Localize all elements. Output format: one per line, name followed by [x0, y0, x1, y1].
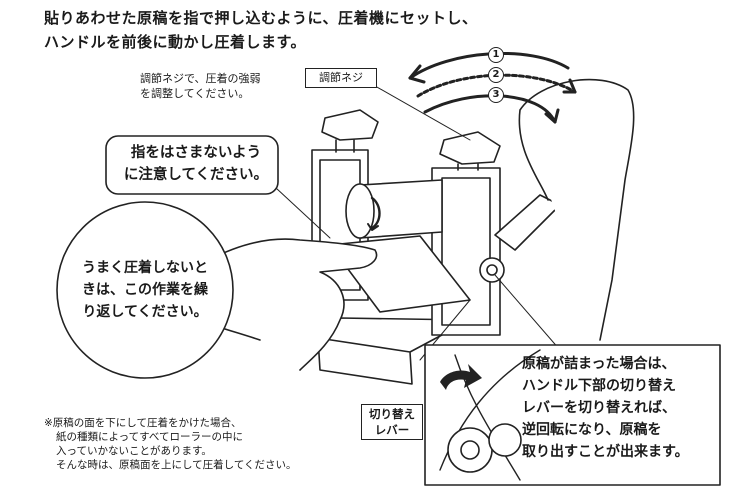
handle — [494, 194, 561, 251]
arrow-number-2: 2 — [488, 67, 504, 83]
footnote: ※原稿の面を下にして圧着をかけた場合、 紙の種類によってすべてローラーの中に 入… — [44, 416, 297, 472]
retry-note-line-1: うまく圧着しないと — [82, 260, 208, 276]
finger-warning-bubble — [105, 135, 279, 195]
instruction-line-2: ハンドルを前後に動かし圧着します。 — [44, 33, 307, 51]
arrow-number-3: 3 — [488, 87, 504, 103]
jam-note-text: 原稿が詰まった場合は、 ハンドル下部の切り替え レバーを切り替えれば、 逆回転に… — [522, 353, 689, 463]
adjust-note-line-1: 調節ネジで、圧着の強弱 — [140, 72, 261, 85]
lever-label-line-1: 切り替え — [369, 407, 415, 421]
adjust-note: 調節ネジで、圧着の強弱 を調整してください。 — [140, 71, 261, 101]
finger-warning-line-2: に注意してください。 — [123, 167, 269, 183]
retry-note-text: うまく圧着しないと きは、この作業を繰 り返してください。 — [60, 257, 230, 323]
lever-label-line-2: レバー — [374, 423, 410, 437]
lever-label: 切り替え レバー — [361, 404, 423, 440]
finger-warning-text: 指をはさまないよう に注意してください。 — [118, 142, 274, 186]
retry-callout-circle — [56, 201, 234, 379]
right-adjust-screw — [439, 131, 501, 165]
finger-warning-line-1: 指をはさまないよう — [130, 145, 262, 161]
footnote-line-1: ※原稿の面を下にして圧着をかけた場合、 — [44, 417, 242, 429]
jam-note-line-3: レバーを切り替えれば、 — [522, 400, 676, 416]
adjust-note-line-2: を調整してください。 — [140, 87, 250, 100]
instruction-line-1: 貼りあわせた原稿を指で押し込むように、圧着機にセットし、 — [44, 9, 478, 27]
left-adjust-screw — [321, 109, 379, 141]
reverse-arrow — [440, 364, 482, 390]
arrow-number-1: 1 — [488, 47, 504, 63]
retry-note-line-3: り返してください。 — [82, 304, 208, 320]
adjust-screw-label: 調節ネジ — [305, 68, 377, 88]
footnote-line-2: 紙の種類によってすべてローラーの中に — [56, 431, 244, 443]
jam-note-line-2: ハンドル下部の切り替え — [522, 378, 676, 394]
right-arm — [518, 78, 635, 341]
jam-note-line-4: 逆回転になり、原稿を — [522, 422, 662, 438]
jam-note-line-1: 原稿が詰まった場合は、 — [522, 356, 676, 372]
instruction-text: 貼りあわせた原稿を指で押し込むように、圧着機にセットし、 ハンドルを前後に動かし… — [44, 6, 478, 54]
jam-note-line-5: 取り出すことが出来ます。 — [522, 444, 689, 460]
footnote-line-3: 入っていかないことがあります。 — [56, 445, 212, 457]
retry-note-line-2: きは、この作業を繰 — [82, 282, 208, 298]
footnote-line-4: そんな時は、原稿面を上にして圧着してください。 — [56, 459, 297, 471]
